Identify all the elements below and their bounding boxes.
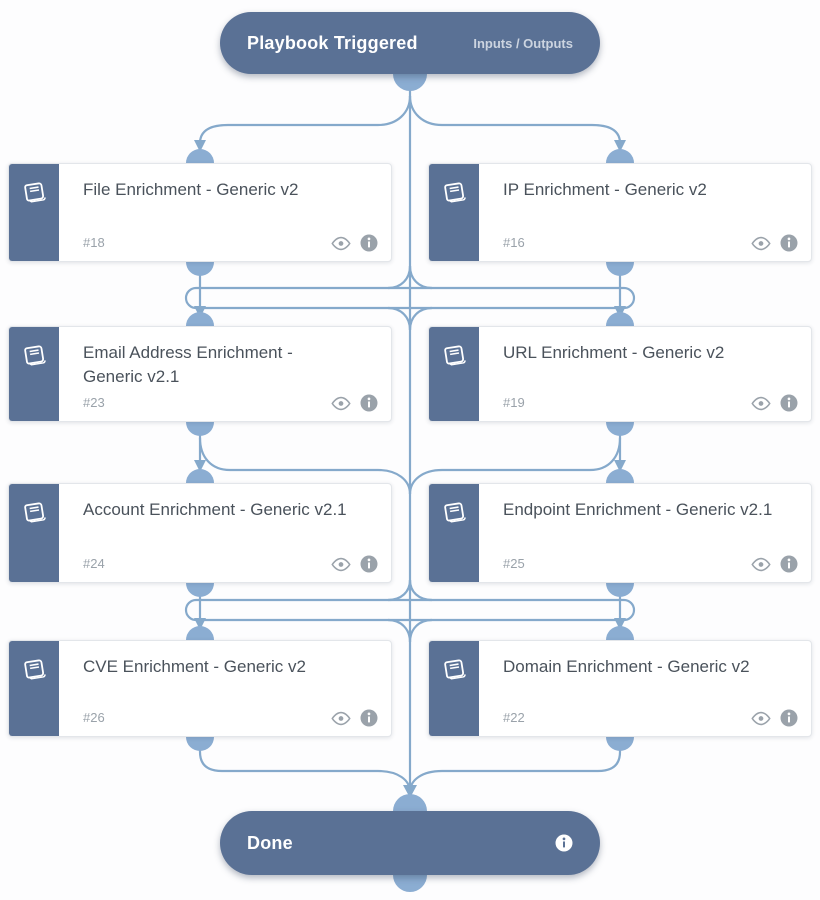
trigger-title: Playbook Triggered: [247, 32, 418, 53]
task-title: URL Enrichment - Generic v2: [503, 343, 725, 362]
task-number: #16: [503, 235, 525, 250]
done-node[interactable]: Done: [220, 811, 600, 875]
task-number: #18: [83, 235, 105, 250]
playbook-book-icon: [443, 345, 466, 366]
task-card-email-enrichment[interactable]: Email Address Enrichment - Generic v2.1 …: [8, 326, 392, 422]
info-icon[interactable]: [555, 834, 573, 852]
eye-icon[interactable]: [330, 396, 352, 411]
info-icon[interactable]: [780, 555, 798, 573]
task-type-panel: [429, 327, 479, 421]
task-number: #19: [503, 395, 525, 410]
task-title: Account Enrichment - Generic v2.1: [83, 500, 347, 519]
task-number: #23: [83, 395, 105, 410]
eye-icon[interactable]: [330, 711, 352, 726]
info-icon[interactable]: [360, 709, 378, 727]
task-title: Domain Enrichment - Generic v2: [503, 657, 750, 676]
playbook-book-icon: [23, 659, 46, 680]
task-title: Email Address Enrichment - Generic v2.1: [83, 343, 293, 387]
task-title: IP Enrichment - Generic v2: [503, 180, 707, 199]
task-title: CVE Enrichment - Generic v2: [83, 657, 306, 676]
eye-icon[interactable]: [750, 557, 772, 572]
playbook-book-icon: [443, 659, 466, 680]
eye-icon[interactable]: [750, 396, 772, 411]
task-card-account-enrichment[interactable]: Account Enrichment - Generic v2.1 #24: [8, 483, 392, 583]
done-title: Done: [247, 832, 293, 853]
info-icon[interactable]: [360, 555, 378, 573]
task-card-domain-enrichment[interactable]: Domain Enrichment - Generic v2 #22: [428, 640, 812, 737]
task-card-cve-enrichment[interactable]: CVE Enrichment - Generic v2 #26: [8, 640, 392, 737]
playbook-book-icon: [443, 502, 466, 523]
playbook-book-icon: [443, 182, 466, 203]
inputs-outputs-link[interactable]: Inputs / Outputs: [473, 35, 573, 51]
playbook-book-icon: [23, 345, 46, 366]
playbook-triggered-node[interactable]: Playbook Triggered Inputs / Outputs: [220, 12, 600, 74]
info-icon[interactable]: [360, 394, 378, 412]
task-number: #24: [83, 556, 105, 571]
task-number: #22: [503, 710, 525, 725]
task-type-panel: [9, 484, 59, 582]
task-card-url-enrichment[interactable]: URL Enrichment - Generic v2 #19: [428, 326, 812, 422]
info-icon[interactable]: [780, 709, 798, 727]
eye-icon[interactable]: [750, 711, 772, 726]
task-number: #25: [503, 556, 525, 571]
eye-icon[interactable]: [330, 236, 352, 251]
eye-icon[interactable]: [750, 236, 772, 251]
info-icon[interactable]: [780, 394, 798, 412]
task-type-panel: [429, 484, 479, 582]
task-number: #26: [83, 710, 105, 725]
eye-icon[interactable]: [330, 557, 352, 572]
playbook-book-icon: [23, 502, 46, 523]
info-icon[interactable]: [360, 234, 378, 252]
info-icon[interactable]: [780, 234, 798, 252]
task-type-panel: [9, 641, 59, 736]
connector-arrows: [194, 140, 626, 798]
playbook-book-icon: [23, 182, 46, 203]
task-card-file-enrichment[interactable]: File Enrichment - Generic v2 #18: [8, 163, 392, 262]
task-type-panel: [9, 164, 59, 261]
task-title: Endpoint Enrichment - Generic v2.1: [503, 500, 773, 519]
task-type-panel: [429, 164, 479, 261]
task-type-panel: [429, 641, 479, 736]
task-card-endpoint-enrichment[interactable]: Endpoint Enrichment - Generic v2.1 #25: [428, 483, 812, 583]
connector-lines: [184, 74, 636, 793]
task-card-ip-enrichment[interactable]: IP Enrichment - Generic v2 #16: [428, 163, 812, 262]
task-type-panel: [9, 327, 59, 421]
task-title: File Enrichment - Generic v2: [83, 180, 299, 199]
